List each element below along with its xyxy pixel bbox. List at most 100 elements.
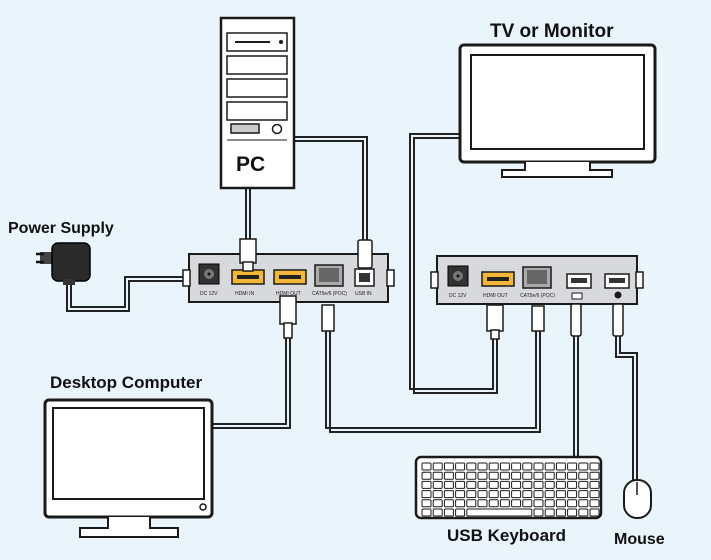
keyboard-key (455, 508, 466, 517)
keyboard-key (499, 462, 510, 471)
transmitter-plugs (239, 238, 373, 339)
cables (66, 133, 638, 480)
tx-dc-label: DC 12V (200, 291, 218, 297)
keyboard-key (466, 499, 477, 508)
rx-hdmi-out-label: HDMI OUT (483, 293, 508, 299)
keyboard-key (589, 471, 600, 480)
power-supply-label: Power Supply (8, 220, 114, 237)
keyboard-key (488, 462, 499, 471)
keyboard-key (432, 508, 443, 517)
keyboard-key (455, 480, 466, 489)
keyboard-key (421, 480, 432, 489)
keyboard-key (555, 508, 566, 517)
keyboard-key (432, 490, 443, 499)
keyboard-key (522, 480, 533, 489)
cable-hdmi-tv (409, 133, 498, 394)
keyboard-key (511, 462, 522, 471)
keyboard-key (533, 462, 544, 471)
keyboard-key (477, 471, 488, 480)
keyboard-key (499, 480, 510, 489)
keyboard-key (567, 508, 578, 517)
keyboard-key (533, 508, 544, 517)
receiver-box: DC 12V HDMI OUT CAT5e/6 (POC) (430, 255, 644, 305)
usb-keyboard-label: USB Keyboard (447, 526, 566, 545)
keyboard-key (421, 471, 432, 480)
keyboard-key (533, 480, 544, 489)
keyboard-key (589, 462, 600, 471)
pc-tower: PC (219, 16, 296, 190)
keyboard-key (522, 471, 533, 480)
desktop-computer-label: Desktop Computer (50, 373, 202, 392)
keyboard-key (511, 490, 522, 499)
keyboard-key (466, 471, 477, 480)
keyboard-key (432, 462, 443, 471)
keyboard-key (432, 480, 443, 489)
keyboard-key (578, 508, 589, 517)
cable-mouse (615, 335, 638, 480)
keyboard-key (567, 480, 578, 489)
keyboard-key (455, 499, 466, 508)
keyboard-key (522, 490, 533, 499)
cable-pc-hdmi (245, 188, 251, 240)
keyboard-key (466, 480, 477, 489)
keyboard-key (544, 471, 555, 480)
keyboard-key (443, 471, 454, 480)
cable-hdmi-out-desktop (213, 338, 291, 429)
keyboard-key (488, 471, 499, 480)
keyboard-key (544, 462, 555, 471)
keyboard-key (578, 499, 589, 508)
keyboard-key (567, 462, 578, 471)
tx-hdmi-out-label: HDMI OUT (276, 291, 301, 297)
keyboard-key (488, 480, 499, 489)
cable-cat6-link (325, 330, 541, 433)
keyboard-key (544, 480, 555, 489)
keyboard-key (466, 490, 477, 499)
keyboard-key (567, 499, 578, 508)
keyboard-key (567, 490, 578, 499)
keyboard-key (477, 490, 488, 499)
keyboard-key (578, 480, 589, 489)
tv-monitor-label: TV or Monitor (490, 21, 614, 42)
keyboard-key (421, 462, 432, 471)
desktop-computer: Desktop Computer (43, 373, 214, 538)
keyboard-key (443, 490, 454, 499)
keyboard-key (443, 480, 454, 489)
keyboard-keys (421, 462, 600, 517)
keyboard-key (455, 490, 466, 499)
power-supply: Power Supply (8, 220, 114, 285)
keyboard-key (511, 499, 522, 508)
keyboard-key (421, 490, 432, 499)
keyboard-key (533, 471, 544, 480)
keyboard-key (421, 508, 432, 517)
keyboard-key (555, 499, 566, 508)
keyboard-key (499, 471, 510, 480)
keyboard-key (589, 508, 600, 517)
mouse-label: Mouse (614, 531, 665, 548)
keyboard-key (455, 471, 466, 480)
cable-power (66, 276, 195, 312)
receiver-plugs (486, 303, 624, 340)
transmitter-box: DC 12V HDMI IN HDMI OUT CAT5e/6 (POC) US… (182, 253, 395, 303)
rx-cat-label: CAT5e/6 (POC) (520, 293, 555, 299)
tv-monitor: TV or Monitor (458, 21, 657, 178)
keyboard-key (443, 462, 454, 471)
keyboard-key (477, 499, 488, 508)
keyboard-key (477, 480, 488, 489)
keyboard-key (555, 490, 566, 499)
keyboard-key (511, 480, 522, 489)
mouse: Mouse (614, 479, 665, 548)
keyboard-key (511, 471, 522, 480)
keyboard-key (589, 480, 600, 489)
keyboard-key (488, 490, 499, 499)
keyboard-key (522, 462, 533, 471)
keyboard-key (443, 508, 454, 517)
keyboard-key (544, 490, 555, 499)
keyboard-key (544, 499, 555, 508)
keyboard-key (555, 471, 566, 480)
keyboard-key (499, 490, 510, 499)
tx-usb-in-label: USB IN (355, 291, 372, 297)
keyboard-key (578, 471, 589, 480)
keyboard-key (421, 499, 432, 508)
